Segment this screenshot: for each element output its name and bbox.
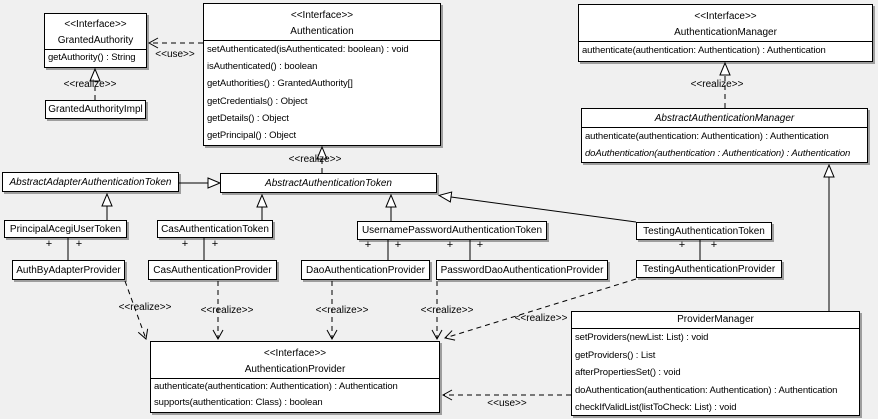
- class-box-authentication-manager: <<Interface>> AuthenticationManager auth…: [578, 4, 873, 62]
- class-name: CasAuthenticationToken: [161, 223, 269, 235]
- class-header: <<Interface>> AuthenticationManager: [579, 5, 872, 41]
- method-compartment: authenticate(authentication: Authenticat…: [579, 41, 872, 60]
- class-box-authentication: <<Interface>> Authentication setAuthenti…: [203, 3, 441, 146]
- class-header: <<Interface>> AuthenticationProvider: [151, 342, 439, 378]
- association-end-label: +: [364, 239, 372, 251]
- realize-stereotype-label: <<realize>>: [63, 79, 117, 90]
- class-name: AbstractAdapterAuthenticationToken: [9, 176, 172, 188]
- association-end-label: +: [446, 239, 454, 251]
- class-name: CasAuthenticationProvider: [153, 264, 272, 276]
- class-name: AuthenticationProvider: [244, 364, 346, 375]
- method-label: getProviders() : List: [575, 349, 656, 361]
- method-compartment: authenticate(authentication: Authenticat…: [151, 378, 439, 411]
- realize-stereotype-label: <<realize>>: [288, 154, 342, 165]
- class-name: UsernamePasswordAuthenticationToken: [361, 225, 543, 236]
- generalization-edge-testing-authentication-token: [451, 197, 637, 223]
- class-box-password-dao-authentication-provider: PasswordDaoAuthenticationProvider: [436, 260, 608, 280]
- method-label: isAuthenticated() : boolean: [207, 61, 318, 73]
- association-end-label: +: [211, 238, 219, 250]
- realize-stereotype-label: <<realize>>: [690, 79, 744, 90]
- association-end-label: +: [710, 239, 718, 251]
- association-end-label: +: [75, 238, 83, 250]
- class-box-testing-authentication-provider: TestingAuthenticationProvider: [636, 260, 782, 278]
- class-box-provider-manager: ProviderManager setProviders(newList: Li…: [571, 311, 860, 416]
- class-name: AbstractAuthenticationManager: [654, 113, 795, 124]
- class-box-abstract-adapter-authentication-token: AbstractAdapterAuthenticationToken: [2, 172, 179, 192]
- class-box-abstract-authentication-manager: AbstractAuthenticationManager authentica…: [581, 108, 868, 163]
- method-compartment: authenticate(authentication: Authenticat…: [582, 127, 867, 162]
- method-label: getAuthorities() : GrantedAuthority[]: [207, 78, 353, 90]
- class-name: PrincipalAcegiUserToken: [9, 223, 122, 235]
- method-label: checkIfValidList(listToCheck: List) : vo…: [575, 402, 737, 414]
- class-header: <<Interface>> GrantedAuthority: [45, 14, 146, 49]
- stereotype-label: <<Interface>>: [263, 348, 327, 359]
- class-box-granted-authority-impl: GrantedAuthorityImpl: [45, 100, 146, 119]
- association-end-label: +: [394, 239, 402, 251]
- class-header: ProviderManager: [572, 312, 859, 328]
- method-compartment: getAuthority() : String: [45, 49, 146, 66]
- method-compartment: setProviders(newList: List) : void getPr…: [572, 328, 859, 415]
- method-label: doAuthentication(authentication: Authent…: [575, 384, 838, 396]
- association-end-label: +: [45, 238, 53, 250]
- stereotype-label: <<Interface>>: [694, 11, 757, 22]
- realize-stereotype-label: <<realize>>: [514, 313, 568, 324]
- method-label: supports(authentication: Class) : boolea…: [154, 397, 323, 408]
- class-box-testing-authentication-token: TestingAuthenticationToken: [636, 222, 772, 240]
- method-label: getCredentials() : Object: [207, 95, 308, 107]
- realize-stereotype-label: <<realize>>: [420, 305, 474, 316]
- class-name: AbstractAuthenticationToken: [265, 177, 392, 189]
- method-label: setProviders(newList: List) : void: [575, 332, 709, 343]
- association-end-label: +: [678, 239, 686, 251]
- method-label: doAuthentication(authentication : Authen…: [585, 148, 851, 159]
- class-box-username-password-authentication-token: UsernamePasswordAuthenticationToken: [357, 221, 547, 240]
- class-name: ProviderManager: [677, 314, 754, 325]
- class-box-abstract-authentication-token: AbstractAuthenticationToken: [220, 173, 437, 193]
- class-box-cas-authentication-provider: CasAuthenticationProvider: [148, 260, 277, 280]
- class-name: TestingAuthenticationToken: [643, 225, 765, 237]
- class-name: Authentication: [290, 26, 354, 37]
- method-label: afterPropertiesSet() : void: [575, 367, 681, 379]
- method-label: getDetails() : Object: [207, 112, 289, 124]
- class-box-cas-authentication-token: CasAuthenticationToken: [157, 220, 273, 238]
- class-name: GrantedAuthorityImpl: [48, 104, 143, 115]
- class-header: AbstractAuthenticationManager: [582, 109, 867, 127]
- class-box-principal-acegi-user-token: PrincipalAcegiUserToken: [4, 220, 127, 238]
- class-box-authentication-provider: <<Interface>> AuthenticationProvider aut…: [150, 341, 440, 413]
- class-name: AuthByAdapterProvider: [16, 264, 121, 276]
- association-end-label: +: [476, 239, 484, 251]
- use-stereotype-label: <<use>>: [487, 398, 527, 409]
- class-box-auth-by-adapter-provider: AuthByAdapterProvider: [12, 260, 125, 280]
- class-name: GrantedAuthority: [57, 35, 134, 46]
- association-end-label: +: [181, 238, 189, 250]
- use-stereotype-label: <<use>>: [155, 49, 195, 60]
- stereotype-label: <<Interface>>: [290, 10, 354, 21]
- class-name: PasswordDaoAuthenticationProvider: [440, 264, 604, 276]
- class-name: DaoAuthenticationProvider: [306, 264, 425, 276]
- method-label: authenticate(authentication: Authenticat…: [582, 45, 826, 56]
- class-name: AuthenticationManager: [674, 27, 777, 38]
- method-compartment: setAuthenticated(isAuthenticated: boolea…: [204, 40, 440, 144]
- realize-stereotype-label: <<realize>>: [315, 305, 369, 316]
- realize-stereotype-label: <<realize>>: [118, 302, 172, 313]
- method-label: setAuthenticated(isAuthenticated: boolea…: [207, 44, 409, 55]
- realize-stereotype-label: <<realize>>: [200, 305, 254, 316]
- method-label: authenticate(authentication: Authenticat…: [154, 381, 398, 392]
- class-box-granted-authority: <<Interface>> GrantedAuthority getAuthor…: [44, 13, 147, 68]
- method-label: authenticate(authentication: Authenticat…: [585, 131, 829, 142]
- method-label: getPrincipal() : Object: [207, 130, 297, 142]
- class-header: <<Interface>> Authentication: [204, 4, 440, 40]
- class-box-dao-authentication-provider: DaoAuthenticationProvider: [301, 260, 430, 280]
- class-name: TestingAuthenticationProvider: [642, 263, 776, 275]
- stereotype-label: <<Interface>>: [64, 19, 127, 30]
- method-label: getAuthority() : String: [48, 52, 136, 63]
